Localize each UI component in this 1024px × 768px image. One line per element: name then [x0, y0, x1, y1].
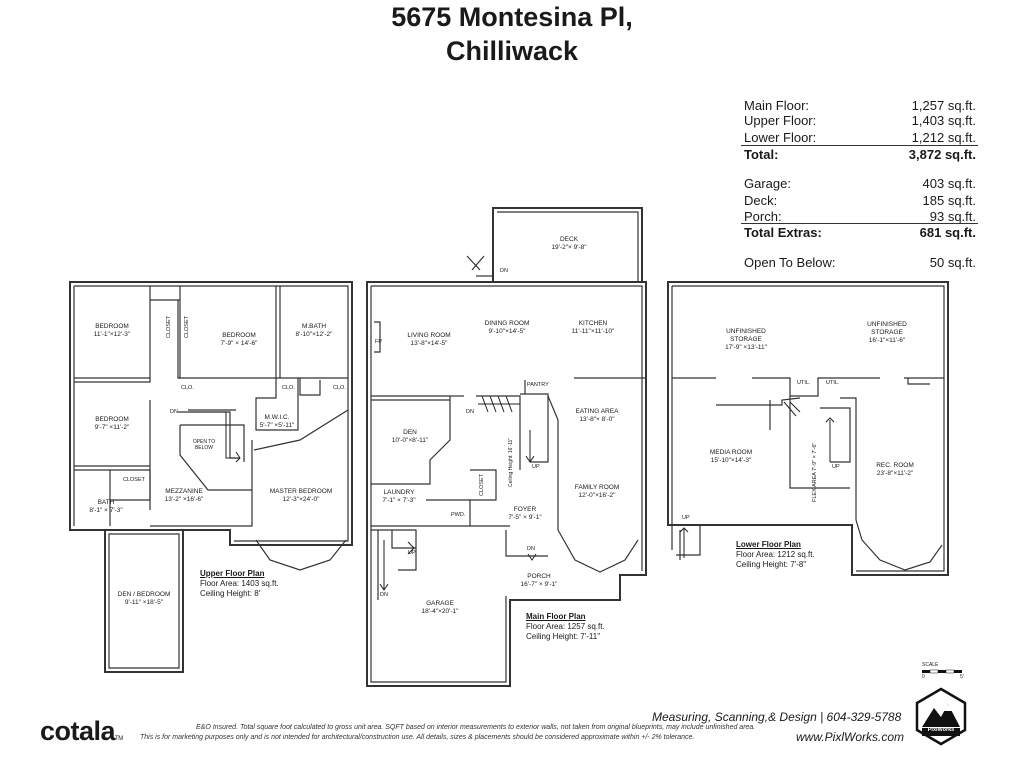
main-floor-walls — [366, 207, 647, 687]
room-flex-area: FLEX AREA 7'-9" × 7'-6" — [812, 442, 818, 502]
closet-label-clo-3: CLO. — [333, 385, 346, 391]
fireplace-label: FP — [375, 339, 383, 345]
disclaimer: E&O Insured. Total square foot calculate… — [140, 723, 800, 743]
main-stair-up-label: UP — [532, 464, 540, 470]
summary-rule-2 — [741, 223, 978, 224]
deck-dn-label: DN — [500, 268, 508, 274]
scale-zero-label: 0 — [922, 674, 925, 680]
title-line-1: 5675 Montesina Pl, — [391, 2, 633, 32]
closet-label-b: CLOSET — [184, 315, 190, 338]
closet-label-clo-2: CLO. — [282, 385, 295, 391]
utility-label-1: UTIL. — [797, 380, 811, 386]
pixlworks-logo-text: PixlWorks — [927, 727, 955, 733]
closet-label-c: CLOSET — [123, 477, 146, 483]
disclaimer-line-2: This is for marketing purposes only and … — [140, 734, 695, 741]
disclaimer-line-1: E&O Insured. Total square foot calculate… — [196, 724, 756, 731]
lower-up-left-label: UP — [682, 515, 690, 521]
porch-dn-label: DN — [527, 546, 535, 552]
lower-floor-walls — [667, 281, 949, 576]
utility-label-2: UTIL. — [826, 380, 840, 386]
closet-label-clo-1: CLO. — [181, 385, 194, 391]
garage-dn-label: DN — [380, 592, 388, 598]
main-closet-label: CLOSET — [479, 473, 485, 496]
room-mwic: M.W.I.C.5'-7" ×5'-11" — [259, 414, 295, 429]
garage-up-label: UP — [408, 550, 416, 556]
pantry-label: PANTRY — [527, 382, 549, 388]
measuring-contact: Measuring, Scanning,& Design | 604-329-5… — [652, 710, 902, 724]
scale-bar-graphic — [922, 669, 962, 674]
main-stair-dn-label: DN — [466, 409, 474, 415]
powder-room-label: PWD. — [451, 512, 466, 518]
summary-rule-1 — [741, 145, 978, 146]
property-title: 5675 Montesina Pl, Chilliwack — [0, 0, 1024, 68]
pixlworks-logo — [915, 687, 967, 746]
lower-floor-caption: Lower Floor Plan Floor Area: 1212 sq.ft.… — [736, 540, 815, 569]
pixlworks-url-link[interactable]: www.PixlWorks.com — [796, 730, 905, 744]
upper-floor-caption: Upper Floor Plan Floor Area: 1403 sq.ft.… — [200, 569, 279, 598]
title-line-2: Chilliwack — [445, 36, 579, 66]
lower-stair-up-label: UP — [832, 464, 840, 470]
scale-label: SCALE — [922, 662, 939, 668]
main-floor-caption: Main Floor Plan Floor Area: 1257 sq.ft. … — [526, 612, 605, 641]
stair-dn-label: DN — [170, 409, 178, 415]
scale-five-label: 5' — [960, 674, 964, 680]
closet-label-a: CLOSET — [166, 315, 172, 338]
ceiling-height-note: Ceiling Height: 16'-11" — [508, 437, 514, 487]
cotala-logo: cotalaTM — [40, 716, 123, 746]
upper-floor-walls — [69, 281, 353, 673]
